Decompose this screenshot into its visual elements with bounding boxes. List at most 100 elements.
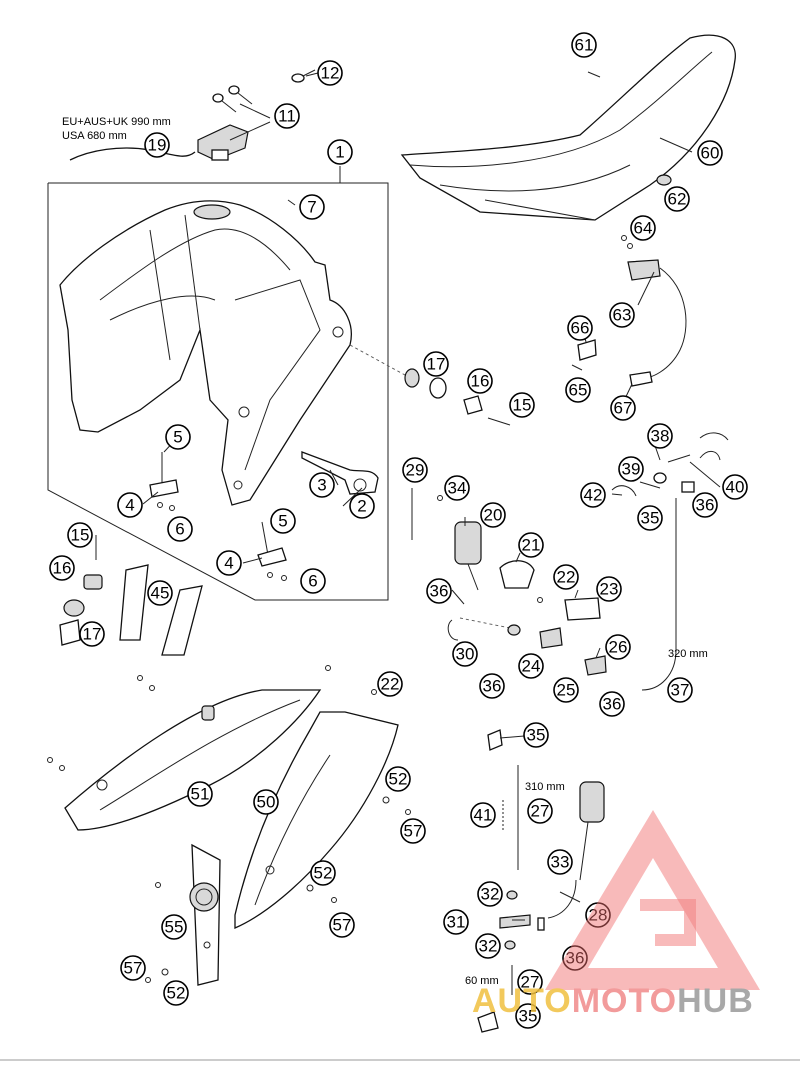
callout: 51 [187,781,213,807]
svg-text:20: 20 [484,506,503,525]
pump-cover [564,597,601,621]
callout: 11 [274,103,300,129]
callout: 64 [630,215,656,241]
svg-text:52: 52 [167,984,186,1003]
svg-text:50: 50 [257,793,276,812]
svg-text:2: 2 [357,497,366,516]
pump-bracket [499,560,535,589]
svg-text:3: 3 [317,476,326,495]
note-hose-60: 60 mm [465,975,499,987]
callout: 35 [523,722,549,748]
svg-text:57: 57 [333,916,352,935]
note-hose-310: 310 mm [525,781,565,793]
callout: 65 [565,377,591,403]
callout: 45 [147,580,173,606]
callout: 22 [377,671,403,697]
callout: 60 [697,140,723,166]
svg-text:55: 55 [165,918,184,937]
callout: 34 [444,475,470,501]
callout: 42 [580,482,606,508]
callout: 4 [216,550,242,576]
fuel-tap-upper [149,452,179,511]
hose-30 [447,619,459,641]
svg-text:40: 40 [726,478,745,497]
callout: 22 [553,564,579,590]
svg-text:31: 31 [447,913,466,932]
screws [47,495,543,983]
svg-text:52: 52 [314,864,333,883]
callout: 32 [477,881,503,907]
svg-text:61: 61 [575,36,594,55]
callout: 36 [562,945,588,971]
svg-text:36: 36 [483,677,502,696]
quick-coupling [539,627,563,649]
svg-text:25: 25 [557,681,576,700]
callout: 16 [49,555,75,581]
svg-text:16: 16 [53,559,72,578]
svg-text:5: 5 [173,428,182,447]
callout: 5 [165,424,191,450]
callout: 52 [310,860,336,886]
svg-text:35: 35 [519,1007,538,1026]
svg-text:29: 29 [406,461,425,480]
svg-text:36: 36 [566,949,585,968]
callout: 1 [327,139,353,165]
fuel-tank [59,200,352,506]
svg-text:22: 22 [557,568,576,587]
svg-text:17: 17 [427,355,446,374]
svg-text:32: 32 [481,885,500,904]
callout: 20 [480,502,506,528]
fuel-cap [197,124,249,161]
callout: 36 [692,492,718,518]
breather-fittings [611,432,729,497]
callout: 63 [609,302,635,328]
svg-text:35: 35 [641,509,660,528]
tank-mount-hardware-right [349,344,511,426]
svg-text:24: 24 [522,657,541,676]
watermark-text: AUTOMOTOHUB [472,982,754,1020]
side-panel-50 [234,711,399,929]
callout: 27 [517,969,543,995]
callout: 41 [470,802,496,828]
callout: 7 [299,194,325,220]
svg-text:65: 65 [569,381,588,400]
svg-text:34: 34 [448,479,467,498]
callout: 57 [400,818,426,844]
callout: 6 [167,516,193,542]
callout: 17 [79,621,105,647]
side-cover-55 [189,843,221,986]
callout: 17 [423,351,449,377]
svg-text:7: 7 [307,198,316,217]
fuel-tap-lower [257,521,287,581]
callout: 66 [567,315,593,341]
svg-text:57: 57 [124,959,143,978]
svg-text:57: 57 [404,822,423,841]
callout: 30 [452,641,478,667]
watermark-logo: AUTOMOTOHUB [472,810,760,1020]
svg-text:4: 4 [125,496,134,515]
callout: 26 [605,634,631,660]
vent-hose [69,147,196,161]
callout: 3 [309,472,335,498]
note-hose-usa: USA 680 mm [62,130,127,142]
callout: 32 [475,933,501,959]
callout: 35 [515,1003,541,1029]
seat-grommet [656,174,672,186]
callout: 52 [163,980,189,1006]
callout: 2 [349,493,375,519]
svg-text:52: 52 [389,770,408,789]
callout: 39 [618,456,644,482]
svg-text:37: 37 [671,681,690,700]
svg-text:60: 60 [701,144,720,163]
seat [400,34,736,221]
callout: 21 [518,532,544,558]
svg-text:38: 38 [651,427,670,446]
tank-mount-hardware-left [59,535,103,646]
callout: 6 [300,568,326,594]
svg-text:66: 66 [571,319,590,338]
tank-group-frame [47,182,389,601]
callout: 27 [527,798,553,824]
long-vent-hose [641,498,677,691]
callout: 12 [317,60,343,86]
svg-text:17: 17 [83,625,102,644]
